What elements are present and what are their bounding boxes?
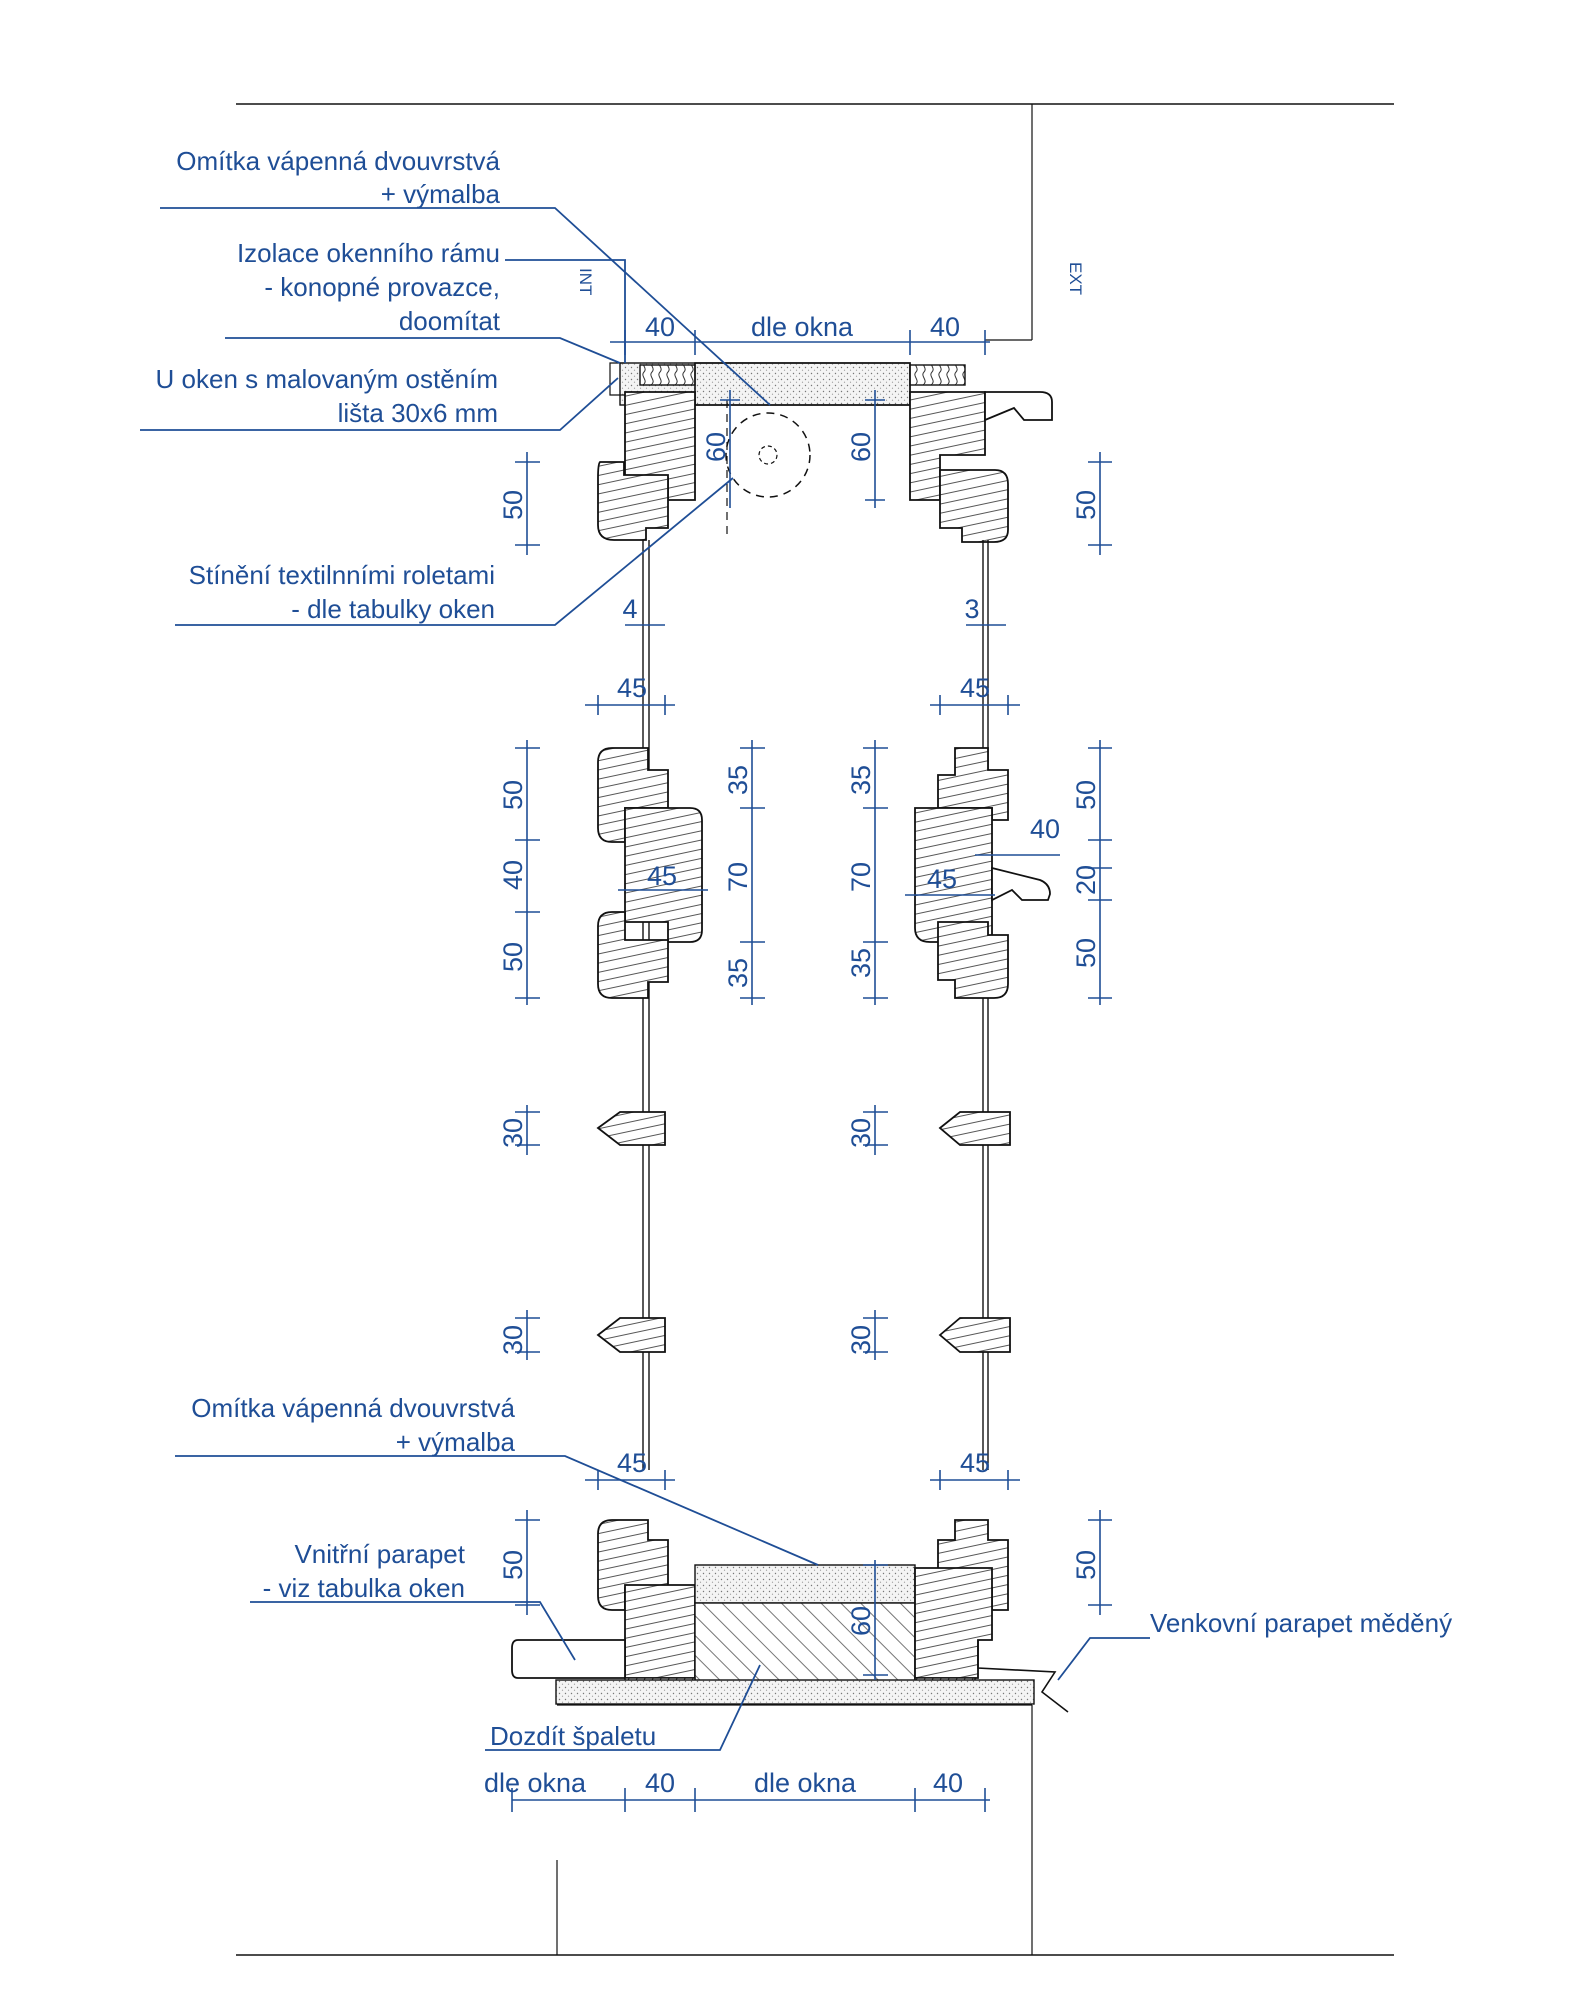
svg-text:+ výmalba: + výmalba	[396, 1427, 516, 1457]
interior-label: INT	[576, 268, 595, 295]
dim-top-2: dle okna	[751, 312, 854, 342]
svg-text:- dle tabulky oken: - dle tabulky oken	[291, 594, 495, 624]
dim-sill-sash-left: 45	[617, 1448, 647, 1478]
dim-drip-right: 40	[1030, 814, 1060, 844]
svg-text:Vnitřní parapet: Vnitřní parapet	[294, 1539, 465, 1569]
dim-head-right: 50	[1071, 490, 1101, 520]
dim-meeting-left-inner-1: 35	[723, 765, 753, 795]
dim-meeting-right-inner-1: 35	[846, 765, 876, 795]
dim-top-3: 40	[930, 312, 960, 342]
dim-mullion-left: 45	[647, 861, 677, 891]
dim-bottom-4: 40	[933, 1768, 963, 1798]
dimension-texts: 40 dle okna 40 50 50 60 60 4 3 45 45 50 …	[484, 312, 1101, 1798]
meeting-rail-left	[624, 807, 703, 943]
glazing-bar-2-right	[938, 1317, 1011, 1353]
dim-top-1: 40	[645, 312, 675, 342]
callout-frame-insulation: Izolace okenního rámu - konopné provazce…	[237, 238, 501, 336]
dim-meeting-right-3: 50	[1071, 938, 1101, 968]
svg-text:lišta 30x6 mm: lišta 30x6 mm	[338, 398, 498, 428]
sill-frame-left	[624, 1584, 696, 1679]
dim-sill-depth: 60	[846, 1606, 876, 1636]
svg-text:U oken s malovaným ostěním: U oken s malovaným ostěním	[156, 364, 498, 394]
dim-meeting-left-inner-2: 70	[723, 862, 753, 892]
dim-meeting-right-inner-2: 70	[846, 862, 876, 892]
meeting-drip-right	[991, 866, 1051, 902]
head-sash-left	[597, 461, 669, 541]
svg-text:- konopné provazce,: - konopné provazce,	[264, 272, 500, 302]
svg-text:+ výmalba: + výmalba	[381, 179, 501, 209]
glazing	[642, 540, 989, 1470]
roller-blind-icon	[725, 412, 811, 498]
svg-text:- viz tabulka oken: - viz tabulka oken	[263, 1573, 465, 1603]
dim-glass-left: 4	[622, 594, 637, 624]
dim-bar2-left: 30	[498, 1325, 528, 1355]
sill-frame-right	[914, 1567, 993, 1679]
callout-outer-sill: Venkovní parapet měděný	[1150, 1608, 1452, 1638]
dim-sill-left: 50	[498, 1550, 528, 1580]
dim-bar2-right: 30	[846, 1325, 876, 1355]
glazing-bar-1-right	[938, 1111, 1011, 1146]
copper-sill	[977, 1640, 1069, 1713]
callout-painted-reveal: U oken s malovaným ostěním lišta 30x6 mm	[156, 364, 498, 428]
svg-text:Stínění textilnními roletami: Stínění textilnními roletami	[189, 560, 495, 590]
meeting-rail	[597, 747, 1051, 999]
leaders	[140, 207, 1150, 1751]
head-insulation-right	[909, 364, 966, 386]
dim-meeting-left-inner-3: 35	[723, 958, 753, 988]
dim-bottom-1: dle okna	[484, 1768, 587, 1798]
lower-sash-right	[937, 921, 1009, 999]
dim-bottom-2: 40	[645, 1768, 675, 1798]
dim-mullion-right: 45	[927, 864, 957, 894]
sill-plaster	[694, 1564, 916, 1604]
dim-bar1-left: 30	[498, 1118, 528, 1148]
callout-rebuild-reveal: Dozdít špaletu	[490, 1721, 656, 1751]
glazing-bar-2-left	[596, 1317, 666, 1353]
svg-text:doomítat: doomítat	[399, 306, 501, 336]
dim-sill-right: 50	[1071, 1550, 1101, 1580]
exterior-label: EXT	[1066, 262, 1085, 295]
head-sash-right	[939, 469, 1009, 543]
dim-sash-right-top: 45	[960, 673, 990, 703]
dim-glass-right: 3	[964, 594, 979, 624]
dim-head-depth-left: 60	[701, 432, 731, 462]
svg-text:Omítka vápenná dvouvrstvá: Omítka vápenná dvouvrstvá	[176, 146, 500, 176]
meeting-rail-right	[914, 807, 993, 943]
dim-meeting-left-2: 40	[498, 860, 528, 890]
sill-section	[511, 1519, 1069, 1713]
head-drip-right	[984, 391, 1053, 422]
head-insulation-left	[639, 364, 696, 386]
dim-bar1-right: 30	[846, 1118, 876, 1148]
svg-text:Omítka vápenná dvouvrstvá: Omítka vápenná dvouvrstvá	[191, 1393, 515, 1423]
dim-bottom-3: dle okna	[754, 1768, 857, 1798]
dim-meeting-right-inner-3: 35	[846, 948, 876, 978]
dimension-lines	[511, 330, 1112, 1812]
head-section	[597, 362, 1053, 543]
dim-sash-left-top: 45	[617, 673, 647, 703]
dim-meeting-right-2: 20	[1071, 865, 1101, 895]
callout-plaster-top: Omítka vápenná dvouvrstvá + výmalba	[176, 146, 500, 209]
dim-sill-sash-right: 45	[960, 1448, 990, 1478]
dim-meeting-left-3: 50	[498, 942, 528, 972]
callout-shading: Stínění textilnními roletami - dle tabul…	[189, 560, 495, 624]
dim-head-left: 50	[498, 490, 528, 520]
callout-inner-sill: Vnitřní parapet - viz tabulka oken	[263, 1539, 466, 1603]
dim-meeting-right-1: 50	[1071, 780, 1101, 810]
sill-base-plaster	[555, 1679, 1035, 1705]
glazing-bars	[596, 1111, 1011, 1353]
lower-sash-left	[597, 911, 669, 999]
inner-sill-board	[511, 1639, 626, 1679]
dim-head-depth-right: 60	[846, 432, 876, 462]
svg-text:Izolace okenního rámu: Izolace okenního rámu	[237, 238, 500, 268]
glazing-bar-1-left	[596, 1111, 666, 1146]
dim-meeting-left-1: 50	[498, 780, 528, 810]
callout-plaster-bottom: Omítka vápenná dvouvrstvá + výmalba	[191, 1393, 515, 1457]
wall-outline	[236, 103, 1394, 1956]
